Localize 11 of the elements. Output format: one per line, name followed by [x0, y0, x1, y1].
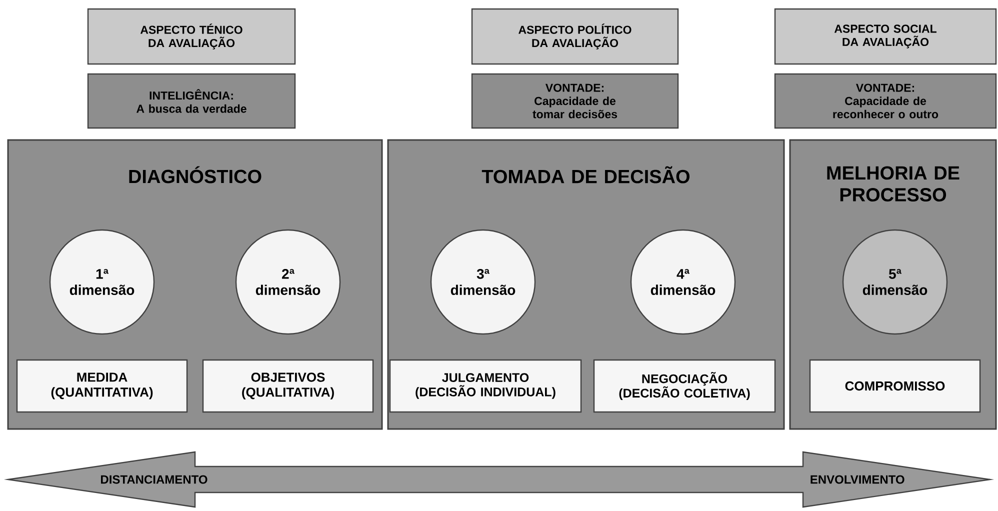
label-box: ASPECTO POLÍTICO DA AVALIAÇÃO	[471, 8, 679, 65]
label-box: MEDIDA (QUANTITATIVA)	[16, 359, 188, 413]
label-box: VONTADE: Capacidade de reconhecer o outro	[774, 73, 997, 129]
label-box: NEGOCIAÇÃO (DECISÃO COLETIVA)	[593, 359, 776, 413]
label-box: COMPROMISSO	[809, 359, 981, 413]
label-box: ASPECTO SOCIAL DA AVALIAÇÃO	[774, 8, 997, 65]
label-box: OBJETIVOS (QUALITATIVA)	[202, 359, 374, 413]
label-box: JULGAMENTO (DECISÃO INDIVIDUAL)	[389, 359, 582, 413]
label-box: ASPECTO TÉNICO DA AVALIAÇÃO	[87, 8, 296, 65]
label-box: INTELIGÊNCIA: A busca da verdade	[87, 73, 296, 129]
label-box: VONTADE: Capacidade de tomar decisões	[471, 73, 679, 129]
